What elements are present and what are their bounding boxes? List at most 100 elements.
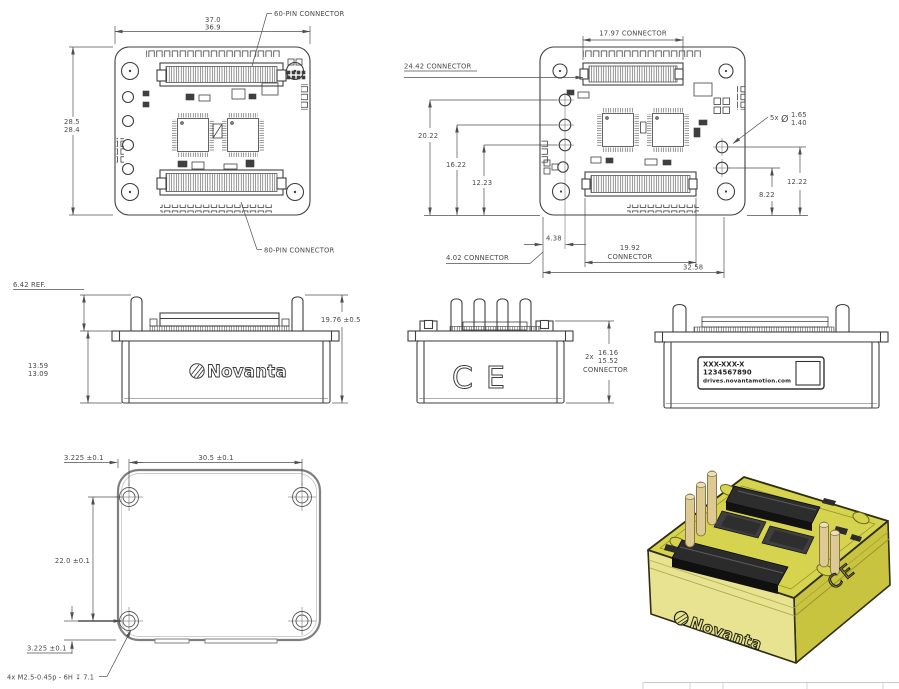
small-components: [543, 82, 730, 175]
dim-24-42: 24.42 CONNECTOR: [404, 63, 584, 80]
pin: [473, 298, 486, 332]
dim-16-22: 16.22: [446, 124, 557, 216]
pin: [672, 303, 687, 333]
dim-text: CONNECTOR: [583, 366, 628, 374]
pcb-top-view-left: 37.0 36.9 28.5 28.4 60-PIN CONNECTOR 80-…: [64, 10, 345, 255]
dim-12-22: 12.22: [729, 146, 807, 216]
callout-text: 60-PIN CONNECTOR: [274, 10, 345, 18]
dim-text: 28.5: [64, 118, 80, 126]
dim-text: CONNECTOR: [608, 253, 653, 261]
render-3d: Novanta C E: [647, 470, 891, 664]
dim-text: 32.58: [683, 264, 703, 272]
dim-19-76: 19.76 ±0.5: [305, 294, 360, 404]
dim-text: 16.22: [446, 161, 466, 169]
connector-60pin: [156, 62, 287, 87]
dim-text: 36.9: [205, 24, 221, 32]
dim-text: 19.92: [620, 244, 640, 252]
dim-text: 13.59: [28, 362, 48, 370]
connector-80pin: [156, 169, 287, 196]
dim-text: 2x: [585, 353, 594, 361]
dim-edge-bottom: 3.225 ±0.1: [27, 606, 116, 654]
pin: [130, 296, 143, 332]
dim-text: 37.0: [205, 16, 221, 24]
housing: [407, 298, 574, 404]
connector-skirt: [672, 558, 778, 594]
dim-13-59: 13.59 13.09: [28, 330, 122, 404]
pin: [835, 303, 850, 333]
connector-80pin: [581, 171, 698, 197]
top-connector: [159, 312, 280, 327]
pins-3d: [685, 470, 840, 576]
callout-60pin: 60-PIN CONNECTOR: [251, 10, 345, 67]
lid-flange: [407, 330, 574, 342]
title-block-edge: [642, 682, 899, 689]
dim-8-22: 8.22: [729, 167, 780, 216]
mounting-holes: [551, 63, 736, 201]
dim-text: 20.22: [418, 132, 438, 140]
screw-hole: [288, 483, 316, 511]
dim-text: 8.22: [759, 191, 775, 199]
side-view-ce: C E 2x 16.16 15.52 CONNECTOR: [407, 298, 628, 404]
dim-text: 4.38: [546, 235, 562, 243]
dim-edge-top: 3.225 ±0.1: [64, 454, 303, 486]
dim-12-23: 12.23: [472, 144, 557, 216]
housing: [654, 303, 889, 409]
novanta-logo: Novanta: [189, 362, 287, 381]
dim-text: 5x: [770, 114, 779, 122]
dim-text: 12.23: [472, 179, 492, 187]
dim-span: 30.5 ±0.1: [129, 454, 303, 465]
qfp-chip: [172, 113, 214, 157]
dim-height: 28.5 28.4: [64, 46, 113, 216]
lid-flange: [111, 330, 340, 342]
label-qr-box: [795, 360, 821, 386]
connector-60pin: [579, 62, 684, 86]
callout-text: 80-PIN CONNECTOR: [264, 247, 335, 255]
hole-callout-5x: 5x Ø 1.65 1.40: [732, 111, 807, 144]
dim-20-22: 20.22: [418, 99, 557, 216]
pin: [496, 298, 509, 332]
housing: [111, 296, 340, 404]
dim-text: 24.42 CONNECTOR: [404, 63, 472, 71]
body: [416, 340, 565, 404]
dim-width: 37.0 36.9: [114, 16, 311, 44]
pin: [291, 296, 304, 332]
part-number: XXX-XXX-X: [703, 361, 745, 369]
dim-4-38: 4.38: [524, 217, 586, 278]
dim-17-97: 17.97 CONNECTOR: [582, 30, 684, 60]
dim-text: 1.40: [791, 119, 807, 127]
diameter-symbol: Ø: [781, 114, 789, 125]
dim-text: 3.225 ±0.1: [27, 645, 67, 653]
ce-letter-c: C: [452, 361, 473, 396]
callout-80pin: 80-PIN CONNECTOR: [240, 201, 335, 255]
product-label: XXX-XXX-X 1234567890 drives.novantamotio…: [697, 356, 825, 390]
dim-text: 13.09: [28, 370, 48, 378]
bottom-view: 3.225 ±0.1 30.5 ±0.1 22.0 ±0.1 3.225 ±0.…: [7, 454, 322, 682]
connector-skirt: [726, 502, 812, 531]
ce-letter-e: E: [486, 361, 505, 396]
screw-hole: [288, 607, 316, 635]
lid-flange: [654, 331, 889, 343]
dim-text: 1.65: [791, 111, 807, 119]
dim-19-92: 19.92 CONNECTOR: [584, 198, 697, 267]
small-components: [142, 58, 306, 170]
dim-text: 16.16: [598, 349, 618, 357]
pcb-components-3d: [664, 485, 862, 594]
serial-number: 1234567890: [703, 369, 752, 377]
ce-mark: C E: [452, 361, 506, 397]
dim-text: 3.225 ±0.1: [64, 454, 104, 462]
dim-text: 28.4: [64, 126, 80, 134]
thread-callout: 4x M2.5-0.45p - 6H ↧ 7.1: [7, 629, 132, 682]
dim-32-58: 32.58: [542, 217, 725, 278]
pin: [450, 298, 463, 332]
dim-6-42: 6.42 REF.: [13, 281, 131, 332]
qfp-chip: [597, 108, 639, 152]
dim-2x-connector: 2x 16.16 15.52 CONNECTOR: [555, 320, 628, 404]
pilot-holes-crosshair: [556, 93, 731, 177]
screw-hole: [115, 483, 143, 511]
dim-text: 12.22: [787, 178, 807, 186]
dim-text: 4.02 CONNECTOR: [446, 254, 509, 262]
brand-text: Novanta: [207, 362, 287, 381]
dim-vert: 22.0 ±0.1: [55, 496, 122, 623]
mounting-holes: [120, 61, 305, 202]
